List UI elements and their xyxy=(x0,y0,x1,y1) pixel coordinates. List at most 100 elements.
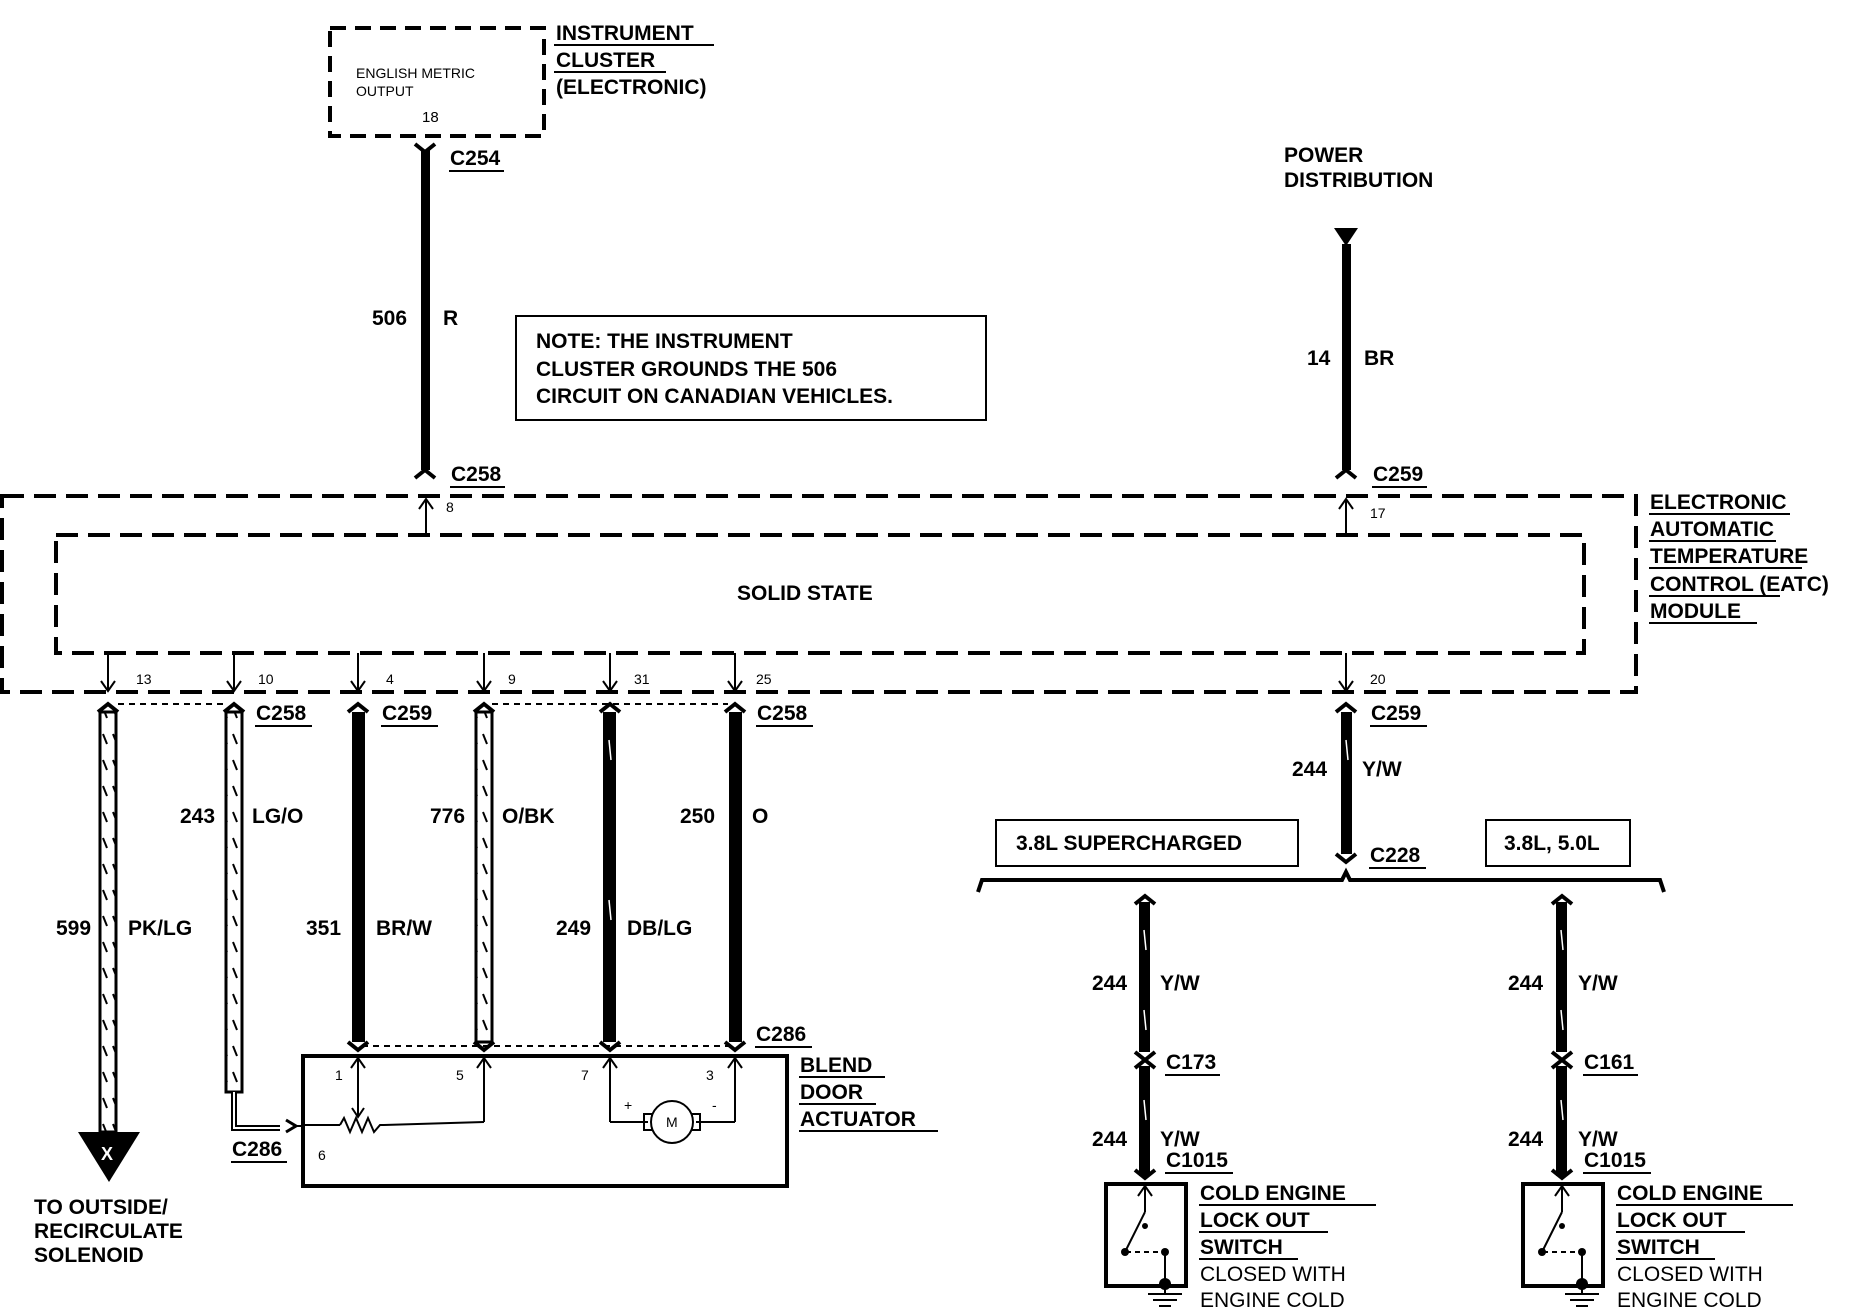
motor-label: M xyxy=(666,1114,678,1130)
cluster-pin: 18 xyxy=(422,109,439,126)
power-distribution: POWER DISTRIBUTION 14 BR xyxy=(1284,144,1433,480)
eatc-module: SOLID STATE ELECTRONIC AUTOMATIC TEMPERA… xyxy=(0,463,1829,727)
switch-right-note-1: CLOSED WITH xyxy=(1617,1263,1763,1286)
wire-599-circuit: 599 xyxy=(56,917,91,940)
ground-icon xyxy=(1159,1278,1171,1290)
solenoid-title-3: SOLENOID xyxy=(34,1244,144,1267)
right-branch: 244 Y/W C228 3.8L SUPERCHARGED 3.8L, 5.0… xyxy=(976,712,1666,893)
wire-506: C254 506 R xyxy=(372,142,504,480)
module-pin-4: 4 xyxy=(386,671,394,687)
actuator-pin-3: 3 xyxy=(706,1067,714,1083)
connector-c173-label: C173 xyxy=(1166,1051,1216,1074)
module-pin-20: 20 xyxy=(1370,671,1386,687)
wire-506-circuit: 506 xyxy=(372,307,407,330)
switch-left-note-2: ENGINE COLD xyxy=(1200,1289,1345,1312)
wire-250-color: O xyxy=(752,805,768,828)
branch-right-color: Y/W xyxy=(1578,972,1618,995)
module-pin-31: 31 xyxy=(634,671,650,687)
module-pin-25: 25 xyxy=(756,671,772,687)
actuator-pin-7: 7 xyxy=(581,1067,589,1083)
solid-state-box xyxy=(54,533,1586,655)
solenoid-title-2: RECIRCULATE xyxy=(34,1220,183,1243)
wire-776-color: O/BK xyxy=(502,805,555,828)
module-pin-13: 13 xyxy=(136,671,152,687)
solenoid-ground-icon xyxy=(78,1132,140,1182)
connector-c259-bottom-1: C259 xyxy=(382,702,432,725)
connector-c259-top-label: C259 xyxy=(1373,463,1423,486)
connector-c286-top-label: C286 xyxy=(756,1023,806,1046)
cold-engine-switch-left xyxy=(1104,1182,1188,1288)
actuator-title-2: DOOR xyxy=(800,1081,863,1104)
wire-599-color: PK/LG xyxy=(128,917,192,940)
actuator-box xyxy=(301,1054,789,1188)
connector-c254-label: C254 xyxy=(450,147,501,170)
switch-left-title-2: LOCK OUT xyxy=(1200,1209,1310,1232)
eatc-title-5: MODULE xyxy=(1650,600,1741,623)
wire-599 xyxy=(98,710,118,1134)
connector-c258-top-label: C258 xyxy=(451,463,502,486)
actuator-pin-6: 6 xyxy=(318,1147,326,1163)
branch-right: 244 Y/W C161 244 Y/W C1015 COLD ENGINE L… xyxy=(1508,893,1793,1312)
solenoid: X TO OUTSIDE/ RECIRCULATE SOLENOID xyxy=(34,1132,183,1267)
wire-351-circuit: 351 xyxy=(306,917,341,940)
potentiometer-icon xyxy=(285,1100,485,1135)
connector-c286-side-label: C286 xyxy=(232,1138,282,1161)
motor-minus: - xyxy=(712,1097,717,1113)
wire-250 xyxy=(729,712,742,1042)
cluster-title-1: INSTRUMENT xyxy=(556,22,694,45)
wire-776 xyxy=(474,710,494,1044)
switch-right-title-3: SWITCH xyxy=(1617,1236,1700,1259)
branch-left: 244 Y/W C173 244 Y/W C1015 COLD ENGINE L… xyxy=(1092,893,1376,1312)
switch-left-note-1: CLOSED WITH xyxy=(1200,1263,1346,1286)
splice-c228-label: C228 xyxy=(1370,844,1421,867)
connector-c258-bottom-2: C258 xyxy=(757,702,808,725)
wire-244-circuit: 244 xyxy=(1292,758,1327,781)
module-pin-9: 9 xyxy=(508,671,516,687)
wire-250-circuit: 250 xyxy=(680,805,715,828)
wire-249 xyxy=(603,712,616,1042)
eatc-title-1: ELECTRONIC xyxy=(1650,491,1787,514)
actuator-pin-5: 5 xyxy=(456,1067,464,1083)
solenoid-symbol: X xyxy=(101,1144,113,1164)
wire-14-circuit: 14 xyxy=(1307,347,1331,370)
eatc-module-outer-box xyxy=(0,494,1638,694)
note-box: NOTE: THE INSTRUMENT CLUSTER GROUNDS THE… xyxy=(515,315,987,421)
branch-left-color: Y/W xyxy=(1160,972,1200,995)
connector-c258-bottom-1: C258 xyxy=(256,702,307,725)
module-pin-10: 10 xyxy=(258,671,274,687)
eatc-title-3: TEMPERATURE xyxy=(1650,545,1808,568)
connector-c1015-right-label: C1015 xyxy=(1584,1149,1646,1172)
eatc-title-4: CONTROL (EATC) xyxy=(1650,573,1829,596)
branch-right-color-2: Y/W xyxy=(1578,1128,1618,1151)
wire-244-color: Y/W xyxy=(1362,758,1402,781)
cold-engine-switch-right xyxy=(1521,1182,1605,1288)
power-arrow-icon xyxy=(1334,228,1358,246)
wire-243-circuit: 243 xyxy=(180,805,215,828)
cluster-title-2: CLUSTER xyxy=(556,49,655,72)
branch-right-circuit: 244 xyxy=(1508,972,1543,995)
note-line-1: NOTE: THE INSTRUMENT xyxy=(536,330,793,353)
cluster-inner-line-1: ENGLISH METRIC xyxy=(356,65,475,81)
motor-plus: + xyxy=(624,1097,632,1113)
wire-249-color: DB/LG xyxy=(627,917,692,940)
wire-243-color: LG/O xyxy=(252,805,303,828)
connector-c258-symbol xyxy=(413,467,437,480)
power-title-1: POWER xyxy=(1284,144,1363,167)
cluster-inner-line-2: OUTPUT xyxy=(356,83,414,99)
splice-bus xyxy=(976,867,1666,893)
switch-right-title-1: COLD ENGINE xyxy=(1617,1182,1763,1205)
note-line-3: CIRCUIT ON CANADIAN VEHICLES. xyxy=(536,385,893,408)
branch-left-circuit-2: 244 xyxy=(1092,1128,1127,1151)
actuator-title-1: BLEND xyxy=(800,1054,872,1077)
wire-506-color: R xyxy=(443,307,458,330)
wire-351 xyxy=(352,712,365,1042)
branch-left-color-2: Y/W xyxy=(1160,1128,1200,1151)
wire-351-color: BR/W xyxy=(376,917,432,940)
wire-249-circuit: 249 xyxy=(556,917,591,940)
connector-c161-label: C161 xyxy=(1584,1051,1635,1074)
switch-left-title-1: COLD ENGINE xyxy=(1200,1182,1346,1205)
branch-right-circuit-2: 244 xyxy=(1508,1128,1543,1151)
switch-right-note-2: ENGINE COLD xyxy=(1617,1289,1762,1312)
branch-right-label: 3.8L, 5.0L xyxy=(1504,832,1600,855)
